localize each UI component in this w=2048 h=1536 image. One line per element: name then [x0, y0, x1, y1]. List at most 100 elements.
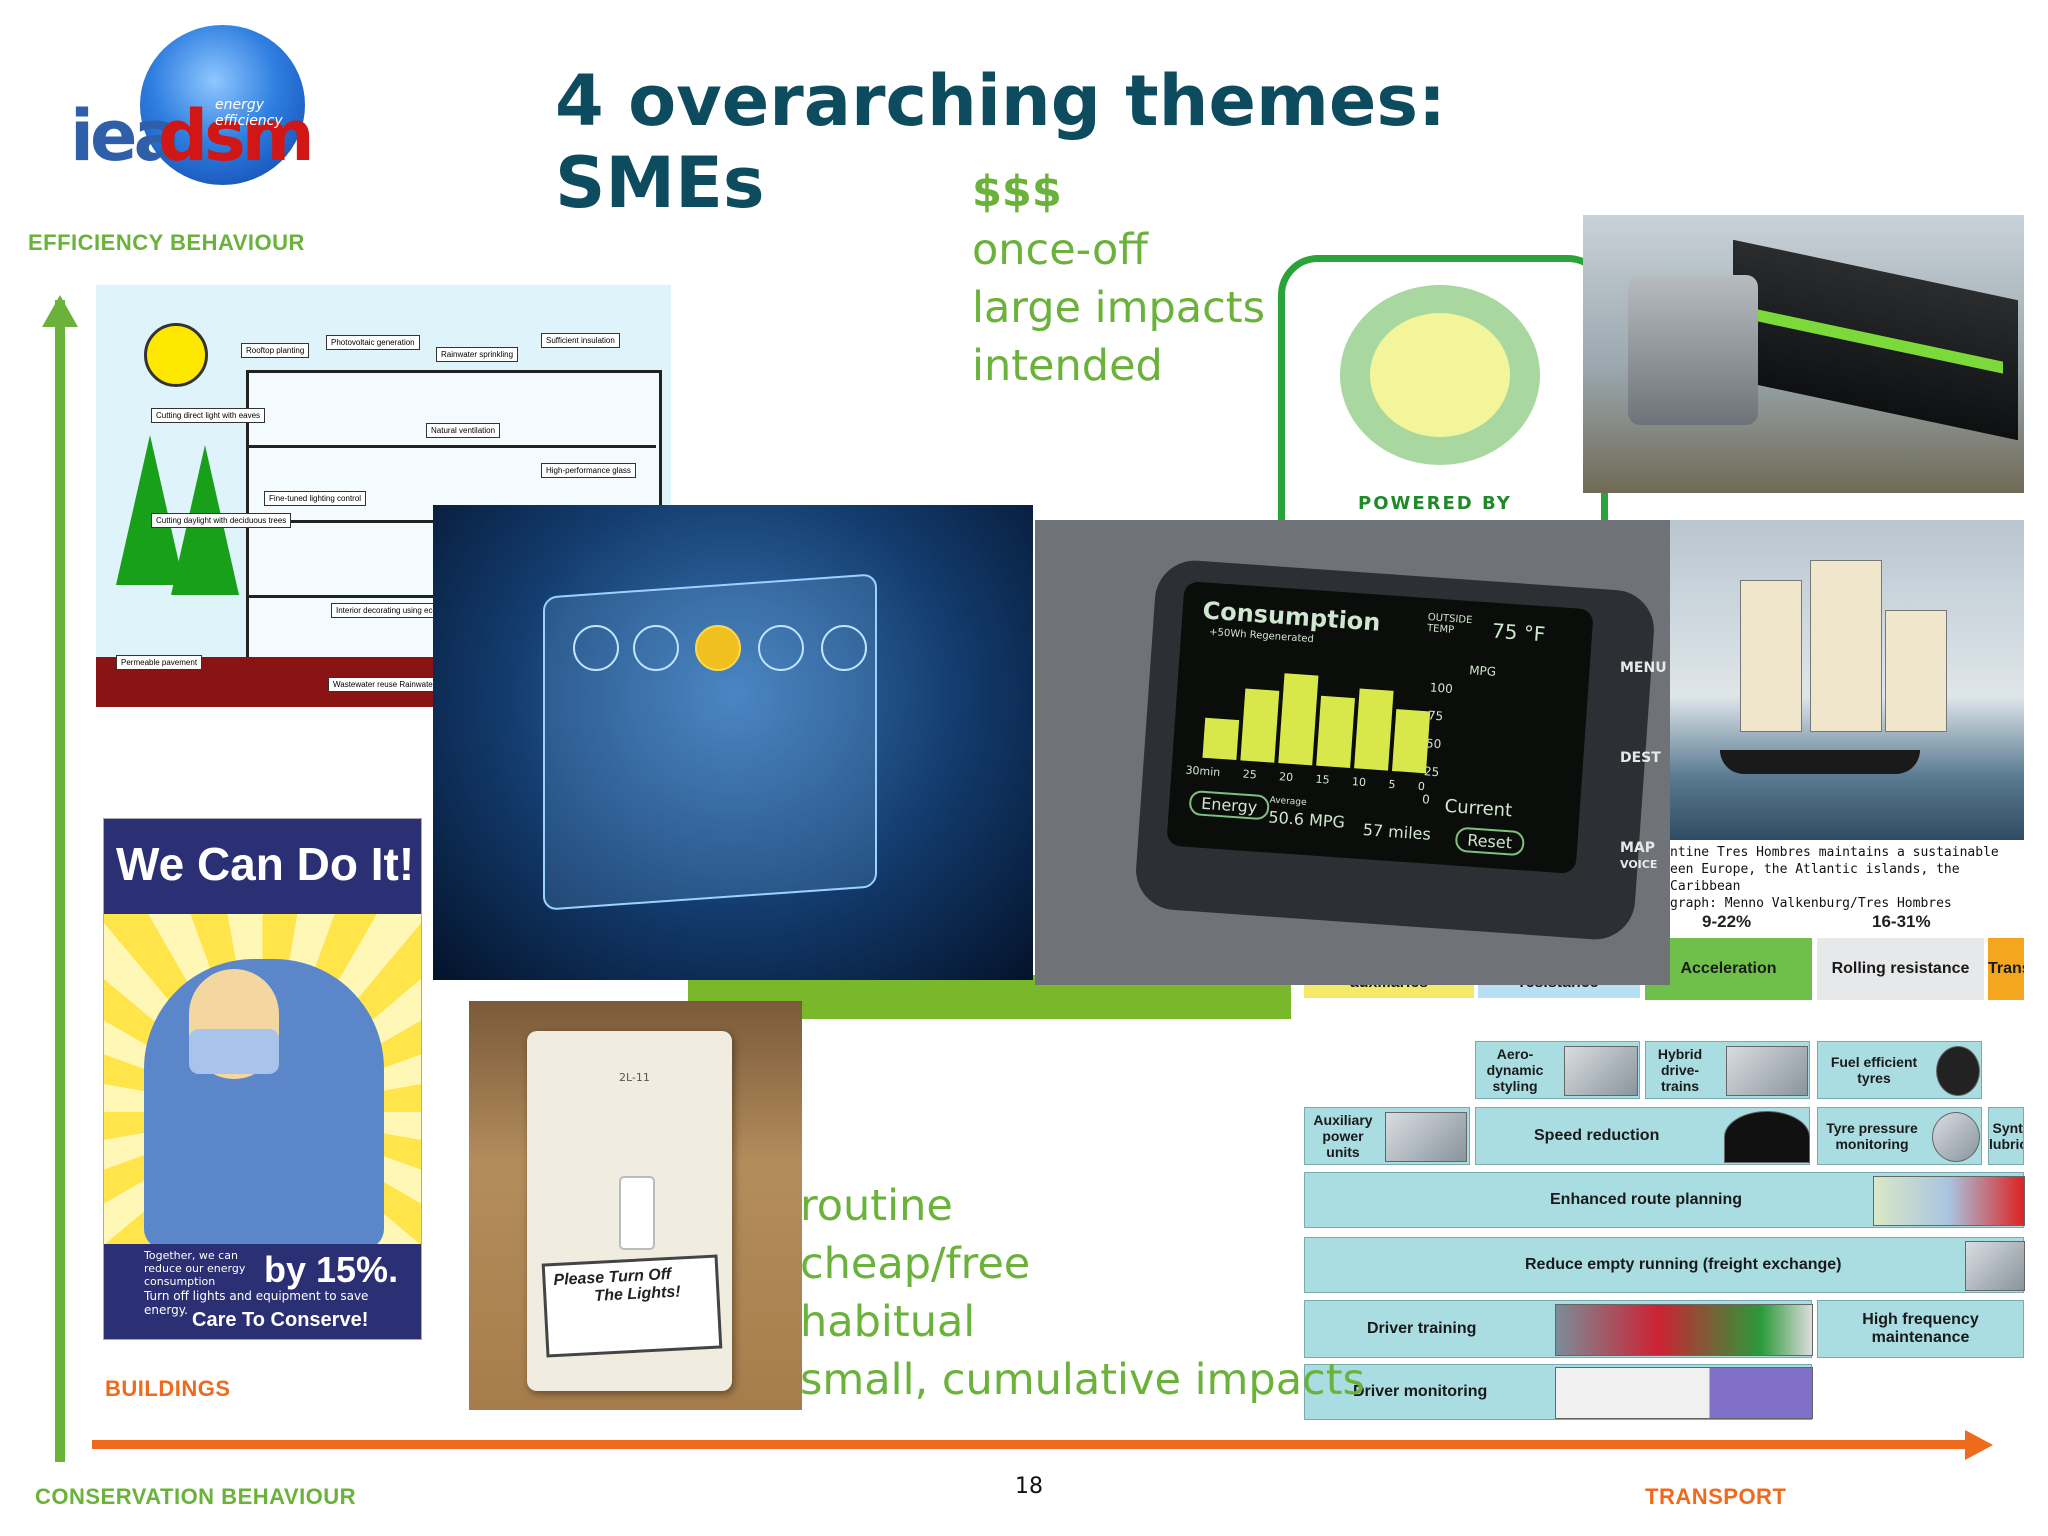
caption-line: een Europe, the Atlantic islands, the Ca…	[1670, 862, 1960, 894]
energy-button[interactable]: Energy	[1188, 789, 1271, 821]
diagram-label: High-performance glass	[541, 463, 636, 478]
category-acceleration: Acceleration	[1645, 938, 1812, 1000]
poster-mask	[189, 1029, 279, 1074]
top-notes: $$$ once-off large impacts intended	[972, 163, 1265, 395]
measure-hybrid: Hybrid drive-trains	[1645, 1041, 1810, 1099]
diagram-label: Natural ventilation	[426, 423, 501, 438]
truck-photo	[1583, 215, 2024, 493]
measure-empty: Reduce empty running (freight exchange)	[1304, 1237, 2025, 1293]
floor-line	[246, 445, 656, 448]
measure-route-label: Enhanced route planning	[1550, 1191, 1743, 1208]
time-label: 20	[1278, 770, 1294, 785]
consumption-bar	[1240, 688, 1280, 763]
ieadsm-logo: iea dsm energy efficiency	[70, 25, 315, 185]
measure-pressure: Tyre pressure monitoring	[1817, 1107, 1982, 1165]
screen-button-icon	[821, 625, 867, 671]
monitoring-diagram-image	[1555, 1367, 1813, 1419]
time-axis: 30min 25 20 15 10 5 0	[1185, 764, 1425, 794]
sail	[1810, 560, 1882, 732]
light-switch-photo: 2L-11 Please Turn Off The Lights!	[469, 1001, 802, 1410]
note-small-cumulative: small, cumulative impacts	[800, 1355, 1365, 1405]
fuel-pump-plant-icon	[1370, 313, 1510, 437]
category-transmission: Trans dri	[1988, 938, 2024, 1000]
diagram-label: Cutting direct light with eaves	[151, 408, 266, 423]
reset-button[interactable]: Reset	[1454, 826, 1525, 857]
average-label: Average	[1269, 795, 1307, 809]
note-large-impacts: large impacts	[972, 283, 1266, 333]
display-temp: 75 °F	[1491, 618, 1547, 647]
poster-headline: We Can Do It!	[116, 838, 415, 890]
note-cost: $$$	[972, 167, 1062, 217]
switch-lever	[619, 1176, 655, 1250]
poster-subtext: Together, we can reduce our energy consu…	[144, 1249, 246, 1288]
diagram-label: Fine-tuned lighting control	[264, 491, 367, 506]
consumption-bar	[1278, 673, 1319, 766]
plate-label: 2L-11	[619, 1071, 650, 1084]
logo-text-iea: iea	[70, 95, 181, 177]
lcd-screen: Consumption +50Wh Regenerated OUTSIDE TE…	[1166, 581, 1594, 874]
measure-tyres-label: Fuel efficient tyres	[1830, 1054, 1918, 1086]
map-button[interactable]: MAP	[1620, 840, 1656, 856]
measure-driver-monitoring: Driver monitoring	[1304, 1364, 1813, 1420]
average-mpg: 50.6 MPG	[1267, 807, 1346, 832]
note-habitual: habitual	[800, 1297, 976, 1347]
poster-subtext-2: Turn off lights and equipment to save en…	[144, 1289, 369, 1317]
arrow-up-icon	[42, 295, 78, 327]
time-label: 5	[1388, 777, 1396, 792]
measure-aux-power-label: Auxiliary power units	[1313, 1112, 1373, 1160]
fuel-consumption-display-photo: Consumption +50Wh Regenerated OUTSIDE TE…	[1035, 520, 1670, 985]
category-rolling-resistance: Rolling resistance	[1817, 938, 1984, 1000]
sail	[1885, 610, 1947, 732]
horizontal-axis-line	[92, 1440, 1972, 1449]
switch-sticker: Please Turn Off The Lights!	[541, 1254, 723, 1358]
aero-truck-image	[1564, 1046, 1638, 1096]
measure-pressure-label: Tyre pressure monitoring	[1826, 1120, 1918, 1152]
voice-button[interactable]: VOICE	[1620, 858, 1658, 871]
globe-icon	[140, 25, 305, 185]
we-can-do-it-poster: We Can Do It! Together, we can reduce ou…	[103, 818, 422, 1340]
recycle-badge: POWERED BY	[1278, 255, 1608, 569]
scale-0: 0	[1421, 792, 1431, 807]
measure-aero: Aero-dynamic styling	[1475, 1041, 1640, 1099]
poster-header	[104, 819, 421, 914]
dest-button[interactable]: DEST	[1620, 750, 1661, 766]
screen-button-icon	[758, 625, 804, 671]
poster-percentage: by 15%.	[264, 1249, 399, 1290]
measure-empty-label: Reduce empty running (freight exchange)	[1525, 1256, 1842, 1273]
measure-maintenance: High frequency maintenance	[1817, 1300, 2024, 1358]
measure-aux-power: Auxiliary power units	[1304, 1107, 1470, 1165]
measure-hybrid-label: Hybrid drive-trains	[1657, 1046, 1703, 1094]
display-outside: OUTSIDE TEMP	[1426, 612, 1473, 636]
note-once-off: once-off	[972, 225, 1148, 275]
screen-button-icon	[695, 625, 741, 671]
poster-footer	[104, 1244, 421, 1339]
measure-driver-monitoring-label: Driver monitoring	[1353, 1383, 1488, 1400]
menu-button[interactable]: MENU	[1620, 660, 1667, 676]
speedometer-icon	[1724, 1111, 1810, 1163]
scale-100: 100	[1429, 680, 1454, 696]
consumption-bar	[1202, 717, 1240, 761]
diagram-label: Rainwater sprinkling	[436, 347, 519, 362]
measure-aero-label: Aero-dynamic styling	[1486, 1046, 1544, 1094]
sail	[1740, 580, 1802, 732]
time-label: 10	[1351, 775, 1367, 790]
consumption-bar	[1391, 709, 1431, 774]
measure-tyres: Fuel efficient tyres	[1817, 1041, 1982, 1099]
freight-exchange-image	[1965, 1241, 2025, 1291]
ship-caption: ntine Tres Hombres maintains a sustainab…	[1670, 844, 2024, 912]
measure-route: Enhanced route planning	[1304, 1172, 2025, 1228]
diagram-label: Photovoltaic generation	[326, 335, 420, 350]
miles-value: 57 miles	[1362, 820, 1432, 844]
sun-icon	[144, 323, 208, 387]
note-intended: intended	[972, 341, 1163, 391]
time-label: 25	[1242, 767, 1258, 782]
powered-by-text: POWERED BY	[1358, 493, 1512, 514]
time-label: 30min	[1185, 763, 1221, 779]
label-transport: TRANSPORT	[1645, 1484, 1787, 1509]
bottom-notes: routine cheap/free habitual small, cumul…	[800, 1177, 1365, 1409]
percentage-label: 9-22%	[1702, 912, 1752, 931]
time-label: 15	[1315, 772, 1331, 787]
route-map-image	[1873, 1176, 2025, 1226]
vertical-axis-line	[55, 300, 65, 1462]
logo-text-dsm: dsm	[158, 95, 315, 177]
